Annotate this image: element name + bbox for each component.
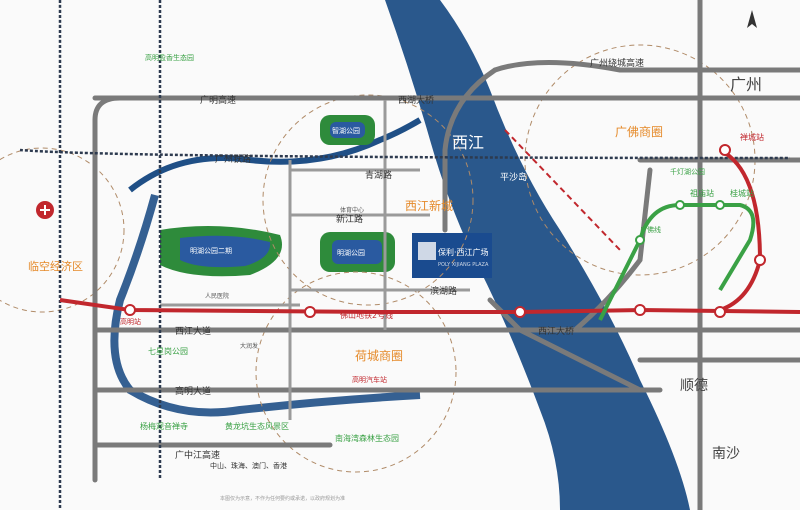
- road-rail: 广州铁路: [215, 153, 251, 165]
- bottom-note: 中山、珠海、澳门、香港: [210, 461, 287, 470]
- poi-community: 大润发: [240, 342, 258, 350]
- poi-hospital: 人民医院: [205, 292, 229, 300]
- road-xihu: 西湖大桥: [398, 94, 434, 106]
- label-nansha: 南沙: [712, 446, 740, 462]
- metro-guangfo-label: 广佛线: [640, 225, 661, 234]
- park-huanglong: 黄龙坑生态风景区: [225, 421, 289, 431]
- compass-icon: [747, 10, 757, 28]
- metro-guangfo: [598, 203, 756, 321]
- road-xinjiang: 新江路: [336, 213, 363, 225]
- airport-icon: [36, 201, 54, 219]
- project-name: 保利·西江广场: [438, 247, 489, 257]
- river-branch-left: [110, 193, 421, 417]
- label-guangfo: 广佛商圈: [615, 124, 663, 139]
- station-gaoming: 高明站: [120, 317, 141, 326]
- road-ring: 广州绕城高速: [590, 57, 644, 69]
- label-xijiang-new: 西江新城: [405, 198, 453, 213]
- river-branch: [128, 117, 422, 193]
- park-qianhu: 千灯湖公园: [670, 167, 705, 176]
- label-hecheng: 荷城商圈: [355, 348, 403, 363]
- station-guicheng: 桂城站: [730, 188, 754, 198]
- station-chancheng: 禅城站: [740, 132, 764, 142]
- station-gaoming-bus: 高明汽车站: [352, 375, 387, 384]
- road-guangming: 广明高速: [200, 94, 236, 106]
- park-minghu: 明湖公园: [337, 248, 365, 257]
- label-lingang: 临空经济区: [28, 259, 83, 273]
- poi-sports: 体育中心: [340, 206, 364, 214]
- label-guangzhou: 广州: [730, 75, 762, 94]
- road-xijiang-bridge: 西江大桥: [538, 325, 574, 337]
- label-shunde: 顺德: [680, 378, 708, 394]
- metro-line-2: [59, 298, 800, 314]
- disclaimer: 本图仅为示意，不作为任何要约或承诺，以政府规划为准: [220, 495, 345, 502]
- park-nanhai: 南海湾森林生态园: [335, 433, 399, 443]
- label-xijiang: 西江: [452, 133, 484, 152]
- road-qinghu: 青湖路: [365, 169, 392, 181]
- road-xijiang-ave: 西江大道: [175, 325, 211, 337]
- station-zumiao: 祖庙站: [690, 188, 714, 198]
- label-pingsha: 平沙岛: [500, 171, 527, 183]
- park-zhihu: 智湖公园: [332, 126, 360, 135]
- project-sub: POLY XIJIANG PLAZA: [438, 262, 489, 268]
- road-binhu: 滨湖路: [430, 285, 457, 297]
- road-gaoming: 高明大道: [175, 385, 211, 397]
- park-minghu2: 明湖公园二期: [190, 246, 232, 255]
- park-qixing: 七星岗公园: [148, 347, 188, 356]
- metro-line2-label: 佛山地铁2号线: [340, 310, 393, 320]
- park-gaoming-eco: 高明盈香生态园: [145, 53, 194, 62]
- park-yangmei: 杨梅观音禅寺: [140, 421, 188, 431]
- road-guangzhong: 广中江高速: [175, 449, 220, 461]
- xijiang-river: [385, 0, 690, 510]
